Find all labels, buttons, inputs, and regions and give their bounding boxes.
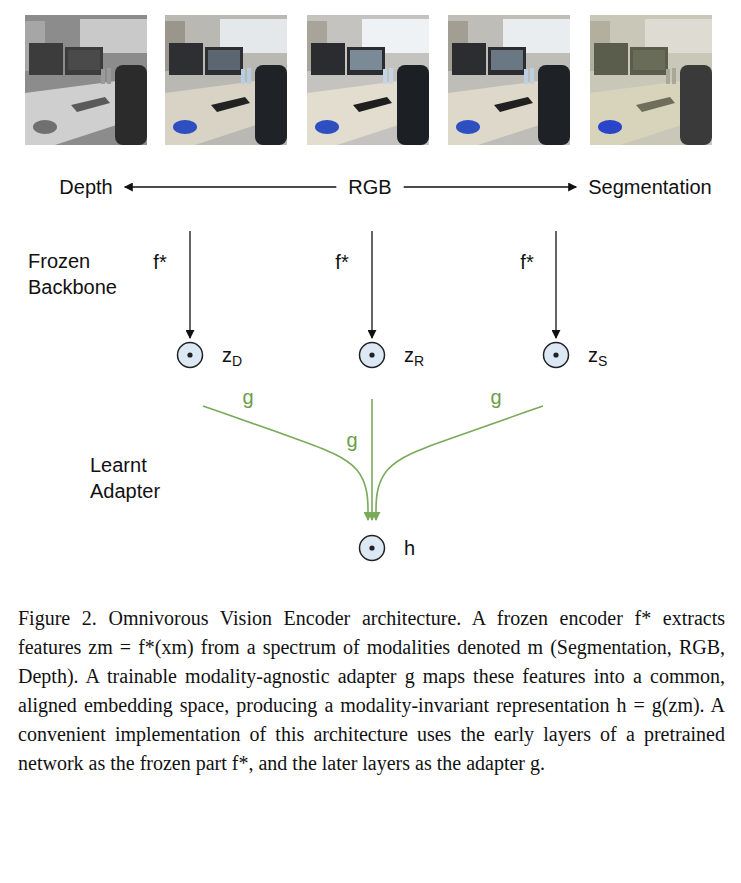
center-dot [553,352,558,357]
embedding-node: zS [542,341,570,369]
embedding-symbol: zR [404,341,424,375]
circle-outline [360,343,385,368]
center-dot [187,352,192,357]
modality-name: Segmentation [584,173,715,201]
flow-arrow [189,231,190,338]
flow-arrow [125,186,337,187]
circle-outline [360,536,385,561]
segmentation-image [590,15,712,145]
embedding-symbol: h [404,534,415,562]
depth-image [25,15,147,145]
node-circle [358,341,386,369]
embedding-node: h [358,534,386,562]
center-dot [369,545,374,550]
circle-outline [178,343,203,368]
node-circle [358,534,386,562]
embedding-symbol: zS [588,341,607,375]
center-dot [369,352,374,357]
node-circle [542,341,570,369]
encoder-label: f* [151,251,168,273]
stage-label: Frozen Backbone [28,248,138,300]
modality-label: RGB [344,173,395,201]
circle-outline [544,343,569,368]
modality-name: Depth [55,173,116,201]
figure-caption: Figure 2. Omnivorous Vision Encoder arch… [18,604,725,778]
adapter-label: g [344,429,359,451]
embedding-symbol: zD [222,341,242,375]
flow-arrow [555,231,556,338]
stage-label: Learnt Adapter [90,452,180,504]
adapter-arrow [376,406,543,520]
rgb-image [165,15,287,145]
adapter-arrow [203,406,368,520]
embedding-node: zD [176,341,204,369]
encoder-label: f* [518,251,535,273]
modality-name: RGB [344,173,395,201]
rgb-image [448,15,570,145]
node-circle [176,341,204,369]
embedding-node: zR [358,341,386,369]
modality-label: Segmentation [584,173,715,201]
adapter-label: g [240,386,255,408]
flow-arrow [371,231,372,338]
adapter-label: g [488,386,503,408]
flow-arrow [404,186,577,187]
rgb-image [307,15,429,145]
encoder-label: f* [333,251,350,273]
adapter-arrow [371,399,373,520]
modality-label: Depth [55,173,116,201]
